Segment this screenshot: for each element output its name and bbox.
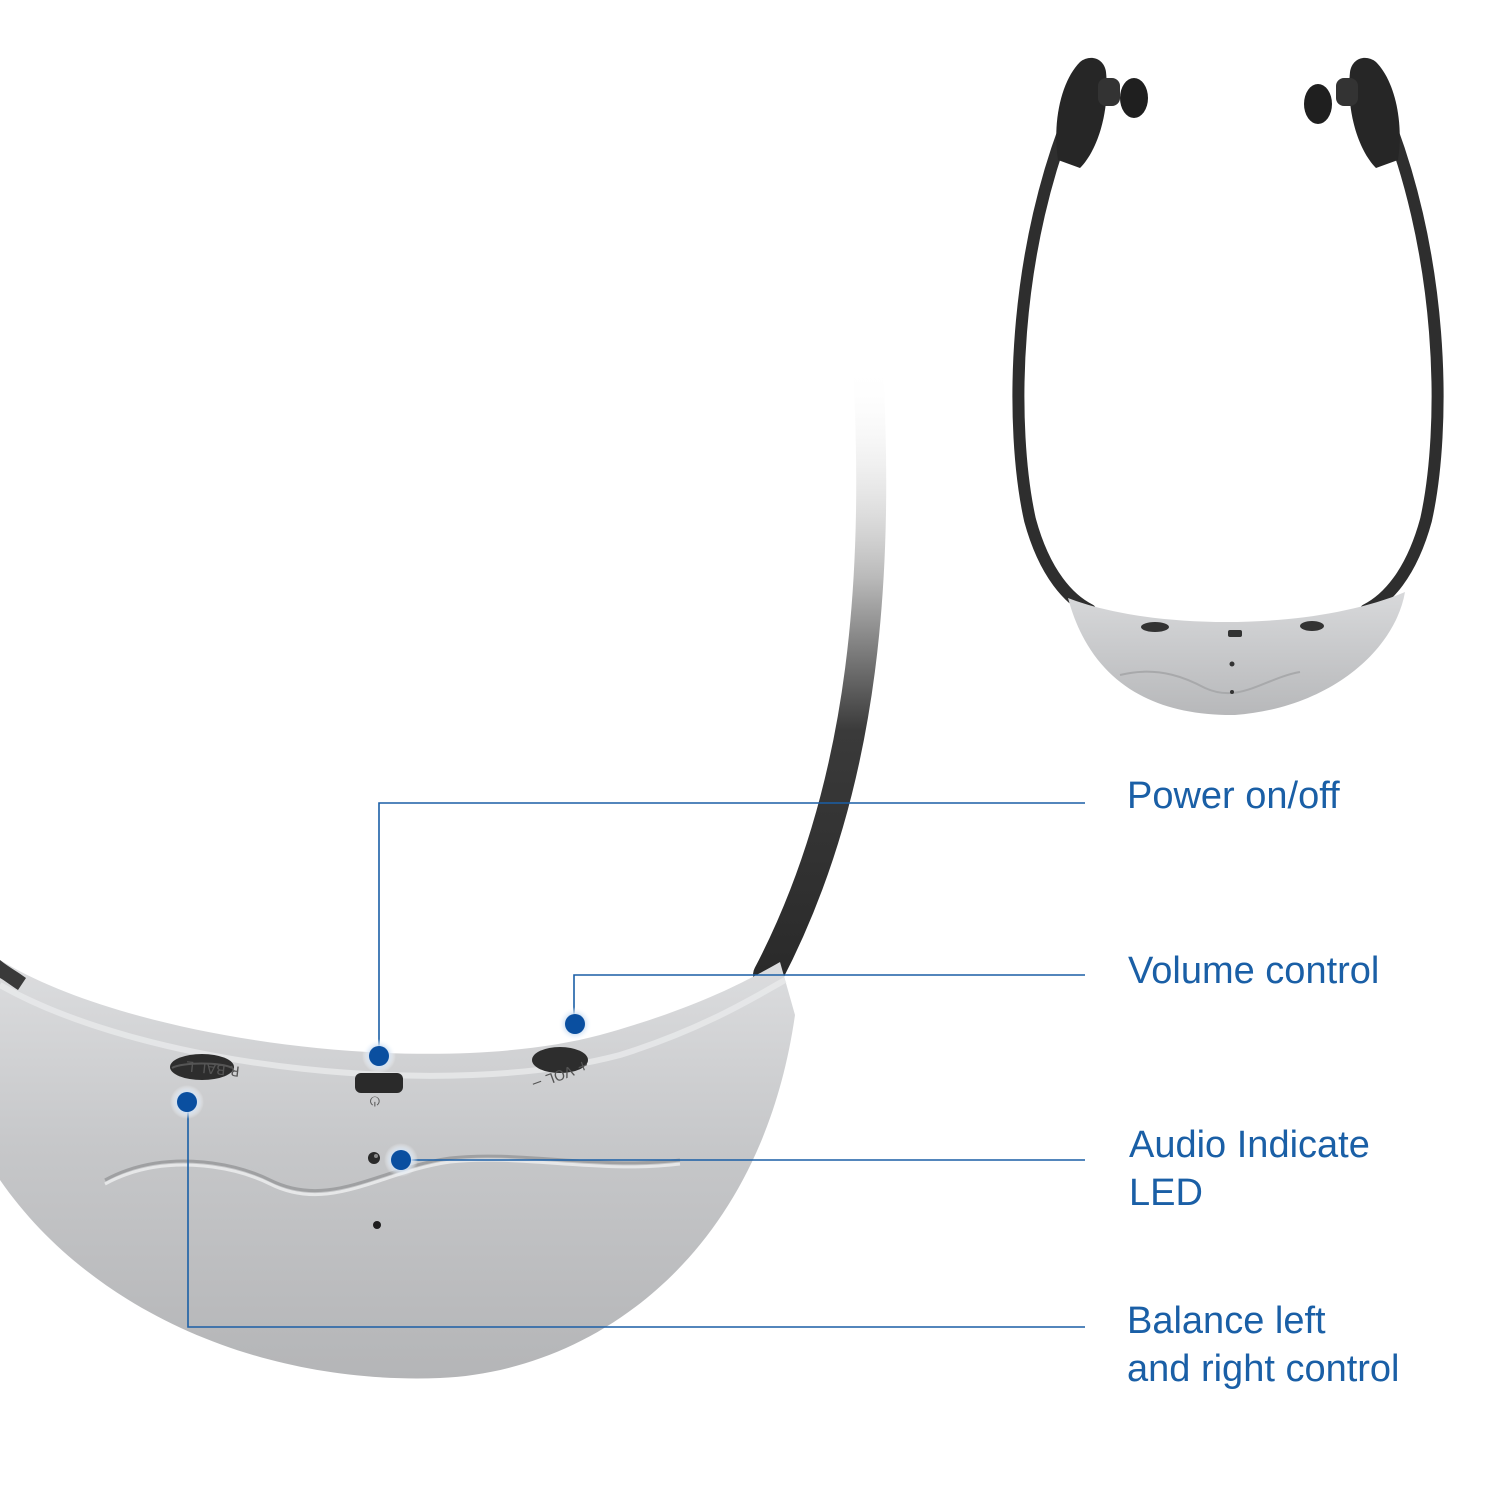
small-control-unit — [1068, 592, 1405, 716]
volume-wheel[interactable] — [532, 1047, 588, 1073]
headset-full-view — [1012, 57, 1444, 716]
small-neckband — [1012, 89, 1096, 616]
mic-hole — [373, 1221, 381, 1229]
balance-dot — [177, 1092, 197, 1112]
callout-dots — [170, 1007, 592, 1177]
balance-marking: R BAL L — [186, 1057, 241, 1079]
audio-led — [368, 1152, 380, 1164]
volume-leader-line — [573, 974, 1085, 1023]
balance-leader-line — [187, 1103, 1085, 1328]
left-earpiece — [1056, 57, 1107, 169]
led-callout-label: Audio Indicate LED — [1129, 1124, 1370, 1214]
headset-closeup: ⏻ + VOL − R BAL L — [0, 350, 887, 1379]
power-symbol-marking: ⏻ — [370, 1093, 380, 1108]
volume-callout-label: Volume control — [1128, 950, 1380, 992]
power-button[interactable] — [355, 1073, 403, 1093]
right-earpiece — [1349, 57, 1400, 169]
left-eartip — [1120, 78, 1148, 118]
callout-lines — [187, 802, 1085, 1328]
balance-callout-label: Balance left and right control — [1127, 1300, 1400, 1390]
power-leader-line — [378, 802, 1085, 1055]
led-dot — [391, 1150, 411, 1170]
power-dot — [369, 1046, 389, 1066]
volume-dot — [565, 1014, 585, 1034]
power-callout-label: Power on/off — [1127, 775, 1340, 817]
neckband-cable — [753, 350, 887, 990]
balance-wheel[interactable] — [170, 1054, 234, 1080]
right-eartip — [1304, 84, 1332, 124]
